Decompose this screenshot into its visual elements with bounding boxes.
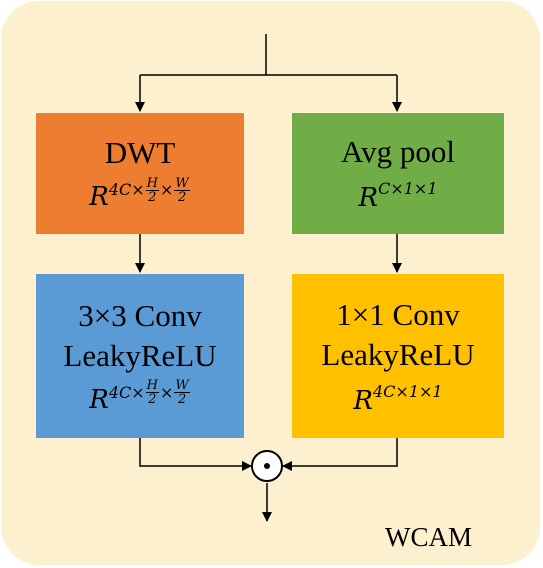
conv1x1-dims: R4C×1×1: [353, 381, 443, 416]
avg-pool-block: Avg pool RC×1×1: [292, 113, 504, 234]
avg-pool-dims: RC×1×1: [358, 179, 438, 213]
dwt-title: DWT: [104, 135, 176, 170]
conv1x1-activation: LeakyReLU: [321, 336, 475, 372]
arrow-conv1-to-product: [282, 438, 398, 471]
conv1x1-block: 1×1 Conv LeakyReLU R4C×1×1: [292, 274, 504, 438]
product-operator-icon: [251, 450, 283, 482]
module-label: WCAM: [385, 522, 472, 552]
avg-pool-title: Avg pool: [341, 134, 455, 169]
conv3x3-activation: LeakyReLU: [63, 337, 217, 373]
conv3x3-title: 3×3 Conv: [78, 297, 202, 333]
conv1x1-title: 1×1 Conv: [336, 296, 460, 332]
arrow-conv3-to-product: [139, 438, 252, 471]
